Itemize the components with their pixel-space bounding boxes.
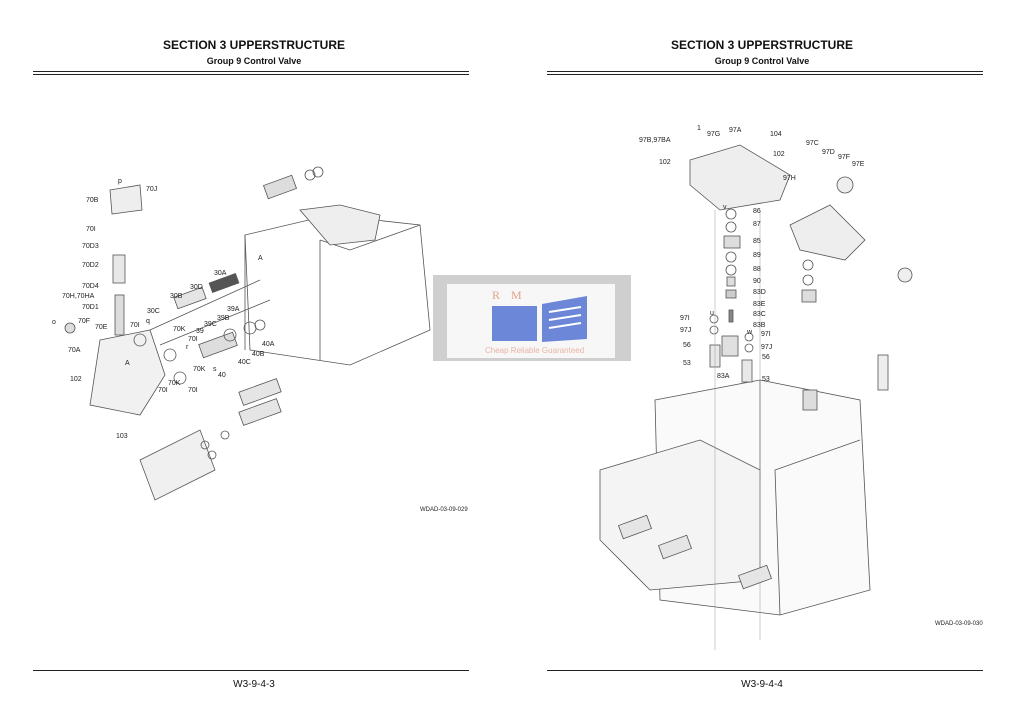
callout-label: 83A [717,373,730,380]
watermark: R M Cheap Reliable Guaranteed [433,275,631,361]
callout-label: 1 [697,125,701,132]
callout-label: u [710,310,714,317]
callout-label: 40 [218,372,226,379]
left-page: SECTION 3 UPPERSTRUCTURE Group 9 Control… [0,0,508,722]
callout-label: 30A [214,270,227,277]
callout-label: 70E [95,324,108,331]
callout-label: 103 [116,433,128,440]
callout-label: 97J [761,344,773,351]
group-title: Group 9 Control Valve [206,56,302,66]
page-number: W3-9-4-4 [741,679,783,690]
callout-label: 30C [147,308,160,315]
callout-label: s [213,366,217,373]
callout-label: 97I [680,315,690,322]
callout-label: 53 [683,360,691,367]
callout-label: 70B [86,197,99,204]
watermark-logo-text: R M [492,288,526,302]
callout-label: o [52,319,56,326]
callout-label: 88 [753,266,761,273]
figure-id: WDAD-03-09-029 [420,507,468,513]
wrench-book-logo-icon [492,296,587,342]
figure-id: WDAD-03-09-030 [935,621,983,627]
callout-label: 30B [170,293,183,300]
callout-label: 70F [78,318,91,325]
callout-label: 39B [217,315,230,322]
callout-label: 70D4 [82,283,99,290]
callout-label: 39A [227,306,240,313]
callout-label: 70J [146,186,158,193]
callout-label: 97C [806,140,819,147]
callout-label: 40B [252,351,265,358]
callout-label: 89 [753,252,761,259]
callout-label: 70D3 [82,243,99,250]
callout-label: 85 [753,238,761,245]
callout-label: 70I [188,336,198,343]
callout-label: 70K [193,366,206,373]
header-rule-thin [33,74,469,75]
right-valve-drawing [599,144,913,650]
callout-label: 83C [753,311,766,318]
callout-label: 70H,70HA [62,293,95,300]
callout-label: 70K [168,380,181,387]
right-page: SECTION 3 UPPERSTRUCTURE Group 9 Control… [508,0,1016,722]
callout-label: 53 [762,376,770,383]
callout-label: 70I [158,387,168,394]
callout-label: 83B [753,322,766,329]
callout-label: 97D [822,149,835,156]
callout-label: 70I [188,387,198,394]
callout-label: 83E [753,301,766,308]
callout-label: 97G [707,131,721,138]
callout-label: p [118,178,122,185]
callout-label: 40A [262,341,275,348]
callout-label: 39C [204,321,217,328]
footer-rule [33,670,469,671]
callout-label: 56 [683,342,691,349]
header-rule [33,71,469,72]
callout-label: 104 [770,131,782,138]
callout-label: 97A [729,127,742,134]
callout-label: w [747,329,753,336]
callout-label: q [146,318,150,325]
callout-label: 70I [86,226,96,233]
callout-label: 102 [773,151,785,158]
header-rule-thin [547,74,983,75]
callout-label: 56 [762,354,770,361]
callout-label: A [258,255,263,262]
callout-label: 39 [196,328,204,335]
section-title: SECTION 3 UPPERSTRUCTURE [670,38,854,52]
callout-label: 83D [753,289,766,296]
callout-label: 70K [173,326,186,333]
callout-label: 40C [238,359,251,366]
callout-label: 70D2 [82,262,99,269]
callout-label: 97I [761,331,771,338]
footer-rule [547,670,983,671]
callout-label: 86 [753,208,761,215]
page-number: W3-9-4-3 [233,679,275,690]
callout-label: 70D1 [82,304,99,311]
callout-label: 102 [659,159,671,166]
callout-label: v [723,204,727,211]
group-title: Group 9 Control Valve [714,56,810,66]
callout-label: 97B,97BA [639,137,671,144]
callout-label: 90 [753,278,761,285]
callout-label: 97E [852,161,865,168]
callout-label: 97H [783,175,796,182]
callout-label: 97J [680,327,692,334]
callout-label: 102 [70,376,82,383]
section-title: SECTION 3 UPPERSTRUCTURE [162,38,346,52]
callout-label: r [186,344,189,351]
header-rule [547,71,983,72]
callout-label: 97F [838,154,851,161]
callout-label: A [125,360,130,367]
watermark-tagline: Cheap Reliable Guaranteed [485,346,585,355]
callout-label: 30D [190,284,203,291]
callout-label: 70A [68,347,81,354]
left-valve-drawing [64,166,431,501]
callout-label: 87 [753,221,761,228]
callout-label: 70I [130,322,140,329]
